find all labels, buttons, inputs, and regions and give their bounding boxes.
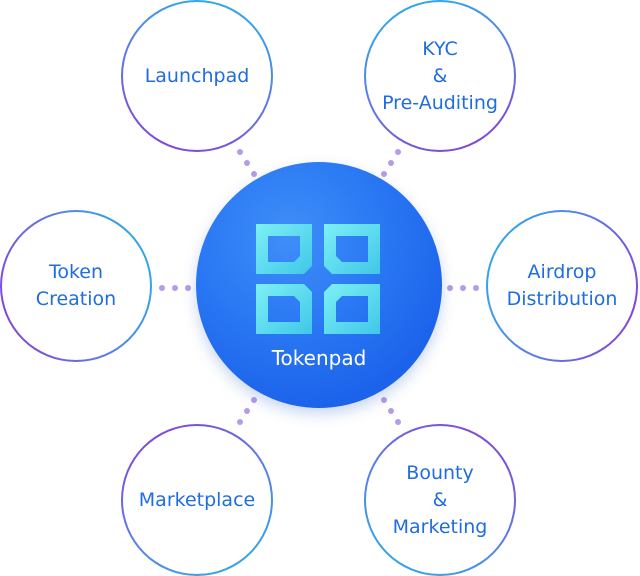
- token-creation-label-group: Token Creation: [2, 212, 150, 360]
- marketplace-circle: Marketplace: [121, 424, 273, 576]
- marketplace-connector-dot: [244, 408, 250, 414]
- token-creation-circle: Token Creation: [0, 210, 152, 362]
- bounty-label-line-2: &: [432, 488, 448, 511]
- airdrop-connector-dot: [473, 285, 479, 291]
- bounty-connector-dot: [395, 419, 401, 425]
- kyc-connector-dot: [395, 149, 401, 155]
- bounty-marketing-circle: Bounty & Marketing: [364, 424, 516, 576]
- bounty-connector-dot: [388, 408, 394, 414]
- token-creation-label-line-2: Creation: [35, 288, 117, 310]
- kyc-label-line-2: &: [432, 64, 448, 87]
- launchpad-label: Launchpad: [144, 64, 250, 87]
- launchpad-connector-dot: [237, 149, 243, 155]
- bounty-label-group: Bounty & Marketing: [366, 426, 514, 574]
- kyc-label-line-1: KYC: [422, 37, 458, 60]
- marketplace-connector-dot: [237, 419, 243, 425]
- bounty-label-line-3: Marketing: [392, 515, 488, 538]
- bounty-label-line-1: Bounty: [406, 461, 474, 484]
- airdrop-distribution-circle: Airdrop Distribution: [486, 210, 638, 362]
- marketplace-connector-dot: [251, 397, 257, 403]
- airdrop-connector-dot: [460, 285, 466, 291]
- token-creation-label-line-1: Token: [48, 261, 104, 283]
- airdrop-connector-dot: [447, 285, 453, 291]
- hub-title: Tokenpad: [271, 346, 367, 370]
- launchpad-connector-dot: [251, 171, 257, 177]
- kyc-label-line-3: Pre-Auditing: [382, 91, 498, 114]
- marketplace-label: Marketplace: [138, 488, 256, 511]
- token-connector-dot: [185, 285, 191, 291]
- launchpad-circle: Launchpad: [121, 0, 273, 152]
- launchpad-label-group: Launchpad: [123, 2, 271, 150]
- airdrop-label-line-2: Distribution: [506, 288, 618, 310]
- marketplace-label-group: Marketplace: [123, 426, 271, 574]
- launchpad-connector-dot: [244, 160, 250, 166]
- kyc-label-group: KYC & Pre-Auditing: [366, 2, 514, 150]
- tokenpad-hub-circle: Tokenpad: [196, 162, 442, 408]
- airdrop-label-line-1: Airdrop: [527, 261, 597, 283]
- token-connector-dot: [159, 285, 165, 291]
- airdrop-label-group: Airdrop Distribution: [488, 212, 636, 360]
- kyc-connector-dot: [388, 160, 394, 166]
- bounty-connector-dot: [381, 397, 387, 403]
- tokenpad-logo-icon: [256, 224, 380, 334]
- kyc-pre-auditing-circle: KYC & Pre-Auditing: [364, 0, 516, 152]
- kyc-connector-dot: [381, 171, 387, 177]
- token-connector-dot: [172, 285, 178, 291]
